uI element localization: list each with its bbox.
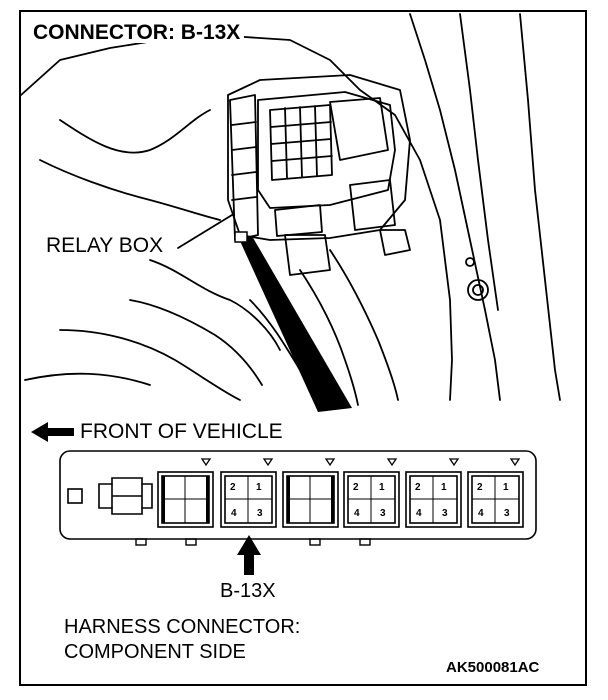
- fender-edge: [409, 13, 501, 401]
- pin-c5-2: 2: [415, 482, 421, 493]
- pin-c2-2: 2: [230, 482, 236, 493]
- orientation-marks: [200, 458, 521, 467]
- pin-c6-1: 1: [503, 482, 509, 493]
- front-arrow: [31, 422, 74, 442]
- pin-c6-2: 2: [477, 482, 483, 493]
- inner-panel-line: [459, 13, 499, 311]
- strut-outline: [519, 13, 561, 401]
- cavity-2-b13x: [220, 471, 277, 528]
- cavity-3: [282, 471, 339, 528]
- bracket: [284, 234, 331, 276]
- b13x-arrow: [237, 535, 261, 575]
- relay-box-body: [227, 74, 411, 241]
- pin-c6-4: 4: [478, 508, 484, 519]
- relay-stack-cells: [231, 121, 257, 201]
- relay-box-panel: [59, 450, 537, 540]
- relay-stack: [229, 94, 259, 241]
- harness-connector-label: HARNESS CONNECTOR:: [64, 616, 301, 638]
- small-square: [67, 488, 83, 504]
- lower-cable-2: [24, 372, 151, 386]
- panel-tabs: [135, 538, 371, 546]
- pin-c5-4: 4: [416, 508, 422, 519]
- target-connector-outline: [234, 231, 248, 243]
- relay-box-label: RELAY BOX: [44, 234, 166, 257]
- harness-bundle: [149, 259, 281, 351]
- connector-cavities: [157, 471, 524, 528]
- right-hose: [299, 269, 359, 406]
- clamp-detail: [379, 229, 411, 256]
- cavity-5: [405, 471, 462, 528]
- component-side-label: COMPONENT SIDE: [64, 641, 246, 663]
- pin-c2-1: 1: [256, 482, 262, 493]
- connector-block: [274, 204, 323, 237]
- pin-c6-3: 3: [504, 508, 510, 519]
- figure-code: AK500081AC: [446, 659, 540, 676]
- pin-c2-3: 3: [257, 508, 263, 519]
- pin-c5-3: 3: [442, 508, 448, 519]
- relay-box-inner: [257, 91, 396, 209]
- cavity-6: [467, 471, 524, 528]
- lower-cable: [59, 329, 241, 401]
- connector-title: CONNECTOR: B-13X: [31, 22, 245, 43]
- pin-c2-4: 4: [231, 508, 237, 519]
- figure-frame: [19, 10, 587, 686]
- hose-left: [59, 109, 211, 154]
- connector-id-label: B-13X: [220, 580, 276, 602]
- connector-block-2: [349, 179, 396, 231]
- cover-lid: [329, 97, 389, 161]
- right-hose-2: [329, 249, 399, 401]
- cavity-1: [157, 471, 214, 528]
- connector-pointer: [240, 236, 352, 412]
- bolt-small: [465, 257, 475, 267]
- pin-c4-1: 1: [379, 482, 385, 493]
- cavity-4: [343, 471, 400, 528]
- pin-c4-4: 4: [354, 508, 360, 519]
- relay-box-leader: [177, 214, 233, 249]
- pin-c5-1: 1: [441, 482, 447, 493]
- harness-bundle-2: [129, 299, 263, 386]
- bolt-right: [467, 279, 489, 301]
- fuse-grid: [269, 104, 333, 181]
- pin-c4-2: 2: [353, 482, 359, 493]
- pin-c4-3: 3: [380, 508, 386, 519]
- front-of-vehicle-label: FRONT OF VEHICLE: [80, 420, 283, 443]
- hose-left-2: [39, 159, 221, 221]
